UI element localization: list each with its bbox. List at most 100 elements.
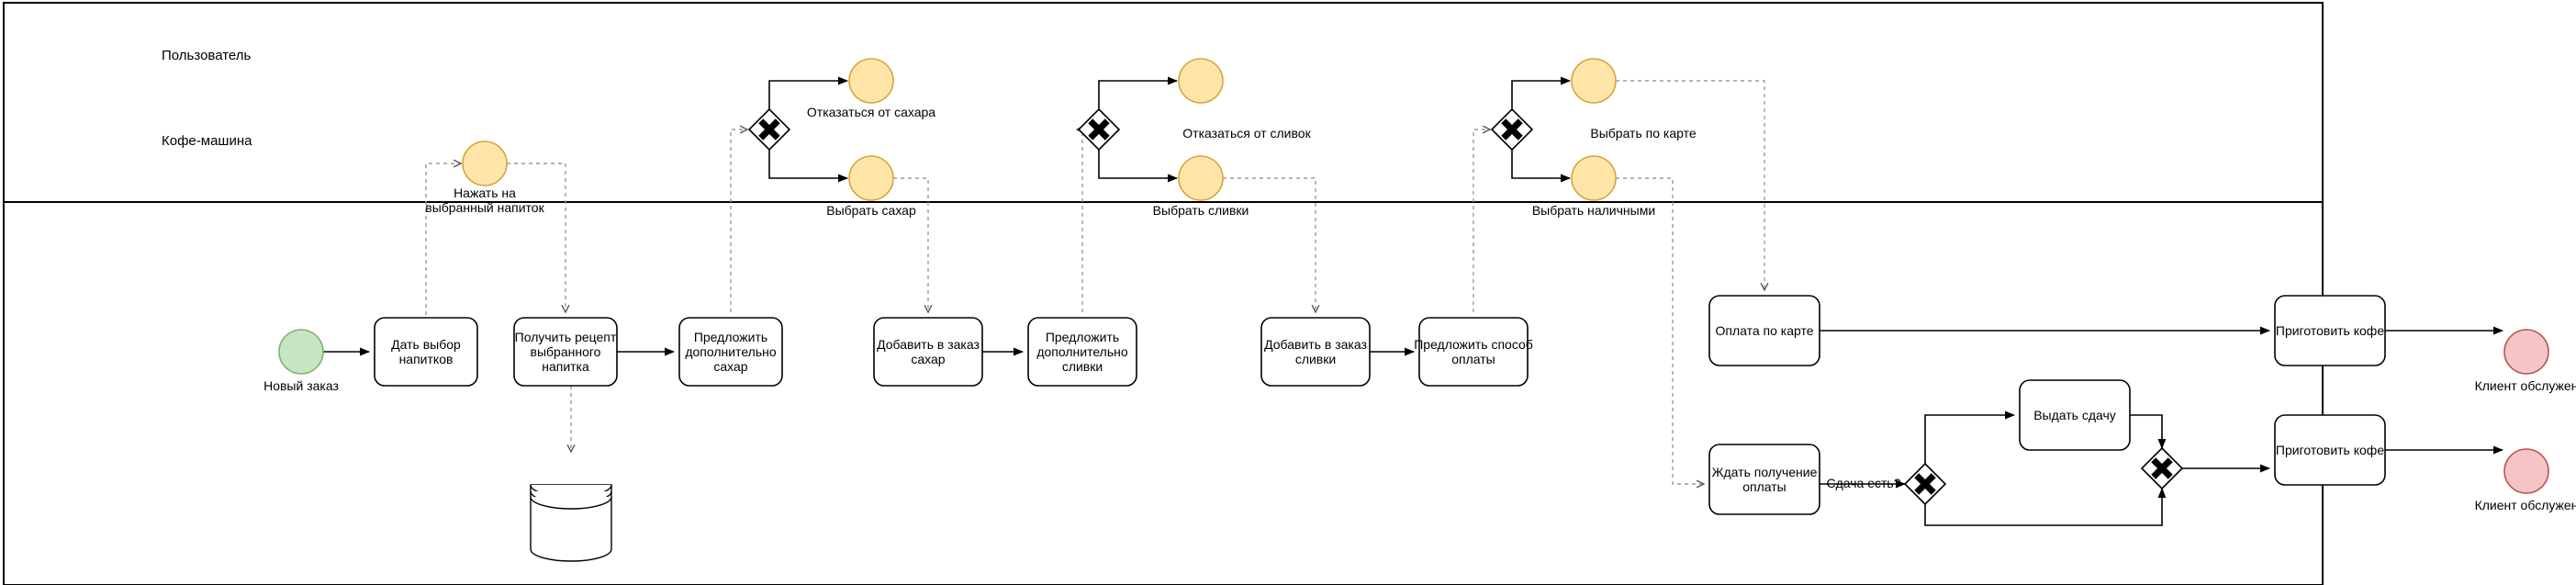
sequence-flow-sf-give-merge (2130, 414, 2167, 450)
intermediate-event-circle[interactable] (1571, 155, 1617, 201)
task-box[interactable] (374, 317, 478, 387)
end-event-circle[interactable] (2503, 329, 2549, 375)
message-flow-mf-picksugar-addsugar (893, 177, 928, 312)
event-ev-no-cream[interactable]: Отказаться от сливок (1178, 58, 1312, 141)
task-box[interactable] (513, 317, 618, 387)
event-label: Выбрать наличными (1532, 203, 1655, 218)
task-box[interactable] (873, 317, 983, 387)
message-flow-mf-offerpay-gw (1473, 129, 1490, 312)
flow-label-lbl-change: Сдача есть? (1826, 476, 1900, 490)
sequence-flow-group (323, 76, 2504, 526)
data-store-ring (530, 496, 612, 510)
start-event-circle[interactable] (278, 329, 324, 375)
task-t-give-change[interactable]: Выдать сдачу (2019, 379, 2131, 451)
gateway-gw-merge[interactable] (2140, 446, 2184, 490)
task-box[interactable] (2019, 379, 2131, 451)
task-box[interactable] (1260, 317, 1371, 387)
lane-border-user (3, 2, 2324, 203)
event-ev-pick-sugar[interactable]: Выбрать сахар (826, 155, 916, 218)
task-box[interactable] (1708, 295, 1820, 366)
event-ev-no-sugar[interactable]: Отказаться от сахара (807, 58, 935, 119)
lane-border-machine (3, 201, 2324, 585)
intermediate-event-circle[interactable] (1571, 58, 1617, 104)
task-t-brew-cash[interactable]: Приготовить кофе (2274, 414, 2386, 486)
exclusive-gateway-icon (1914, 473, 1936, 495)
exclusive-gateway-icon (758, 118, 780, 141)
sequence-flow-sf-gwchange-give (1924, 411, 2016, 464)
message-flow-mf-pickcard-paycard (1616, 80, 1764, 290)
event-label: Отказаться от сливок (1182, 126, 1311, 141)
task-box[interactable] (1027, 317, 1137, 387)
gateway-gw-sugar[interactable] (747, 107, 791, 152)
task-box[interactable] (2274, 295, 2386, 366)
data-store-group (530, 484, 612, 562)
event-ev-served-card[interactable]: Клиент обслужен (2475, 329, 2576, 393)
task-label: Приготовить кофе (2276, 323, 2384, 338)
task-box[interactable] (2274, 414, 2386, 486)
event-ev-pick-cash[interactable]: Выбрать наличными (1532, 155, 1655, 218)
message-flow-mf-offersugar-gw (730, 129, 747, 312)
event-ev-served-cash[interactable]: Клиент обслужен (2475, 448, 2576, 512)
task-box[interactable] (1708, 444, 1820, 515)
event-ev-new-order[interactable]: Новый заказ (263, 329, 339, 393)
exclusive-gateway-icon (1088, 118, 1110, 141)
lane-label-machine: Кофе-машина (162, 133, 252, 149)
task-t-brew-card[interactable]: Приготовить кофе (2274, 295, 2386, 366)
end-event-circle[interactable] (2503, 448, 2549, 494)
sequence-flow-sf-gw-pickcard (1511, 76, 1572, 109)
flow-label-group: Сдача есть? (1826, 476, 1900, 490)
event-label: Выбрать сливки (1153, 203, 1249, 218)
gateway-gw-change[interactable] (1903, 462, 1947, 506)
event-label: Отказаться от сахара (807, 105, 935, 119)
task-label: Приготовить кофе (2276, 443, 2384, 457)
task-box[interactable] (1418, 317, 1529, 387)
event-label: Клиент обслужен (2475, 378, 2576, 393)
task-box[interactable] (678, 317, 783, 387)
intermediate-event-circle[interactable] (1178, 58, 1224, 104)
exclusive-gateway-icon (1501, 118, 1523, 141)
lane-machine: Кофе-машина (3, 133, 2324, 585)
lane-label-user: Пользователь (162, 48, 252, 63)
gateway-group (747, 107, 2184, 506)
gateway-gw-payment[interactable] (1490, 107, 1534, 152)
task-t-pay-card[interactable]: Оплата по карте (1708, 295, 1820, 366)
event-ev-pick-card[interactable]: Выбрать по карте (1571, 58, 1697, 141)
event-label: Новый заказ (263, 378, 339, 393)
sequence-flow-sf-gwchange-merge (1924, 487, 2167, 526)
intermediate-event-circle[interactable] (848, 58, 894, 104)
message-flow-mf-pickcash-wait (1616, 177, 1704, 484)
intermediate-event-circle[interactable] (462, 141, 508, 186)
task-label: Выдать сдачу (2033, 408, 2116, 422)
lane-user: Пользователь (3, 2, 2324, 203)
intermediate-event-circle[interactable] (848, 155, 894, 201)
message-flow-mf-offercream-gw (1077, 129, 1082, 312)
gateway-gw-cream[interactable] (1077, 107, 1121, 152)
event-ev-pick-cream[interactable]: Выбрать сливки (1153, 155, 1249, 218)
message-flow-group (425, 80, 1764, 484)
intermediate-event-circle[interactable] (1178, 155, 1224, 201)
sequence-flow-sf-gw-nosugar (768, 76, 849, 109)
exclusive-gateway-icon (2151, 457, 2173, 479)
sequence-flow-sf-gw-nocream (1098, 76, 1179, 109)
